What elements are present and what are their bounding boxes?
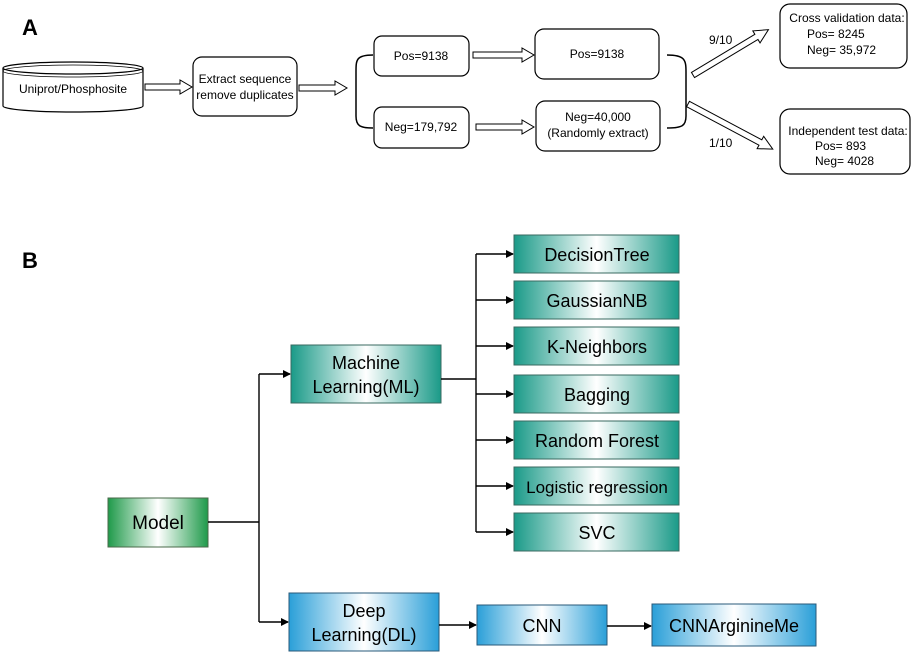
- test-neg: Neg= 4028: [815, 154, 874, 168]
- model-label: Model: [132, 513, 184, 534]
- arrow-neg: [475, 119, 535, 135]
- split-brace: [355, 54, 374, 129]
- cnn-box: CNN: [476, 604, 608, 646]
- ml-model-kneighbors: K-Neighbors: [513, 326, 680, 366]
- model-box: Model: [107, 497, 209, 548]
- arrow-db-to-extract: [144, 79, 193, 95]
- dl-line-1: Deep: [342, 601, 385, 621]
- arrow-to-test: [685, 100, 774, 150]
- pos-kept-box: Pos=9138: [534, 28, 660, 80]
- neg-raw-label: Neg=179,792: [385, 120, 458, 134]
- database-cylinder: Uniprot/Phosphosite: [2, 61, 144, 113]
- ml-model-bagging: Bagging: [513, 374, 680, 414]
- ml-model-logistic: Logistic regression: [513, 466, 680, 506]
- ml-model-randomforest: Random Forest: [513, 420, 680, 460]
- ml-model-svc: SVC: [513, 512, 680, 552]
- neg-sampled-line-2: (Randomly extract): [547, 126, 648, 140]
- merge-brace: [666, 54, 687, 129]
- ml-model-label: K-Neighbors: [547, 337, 647, 357]
- ml-line-1: Machine: [332, 353, 400, 373]
- cv-neg: Neg= 35,972: [807, 43, 876, 57]
- final-model-label: CNNArginineMe: [669, 616, 799, 636]
- ml-model-label: GaussianNB: [546, 291, 647, 311]
- test-data-box: Independent test data: Pos= 893 Neg= 402…: [779, 108, 911, 175]
- cnn-label: CNN: [523, 616, 562, 636]
- ml-model-label: Random Forest: [535, 431, 659, 451]
- pos-raw-label: Pos=9138: [394, 49, 449, 63]
- ml-model-label: Bagging: [564, 385, 630, 405]
- ml-model-gaussiannb: GaussianNB: [513, 280, 680, 320]
- panel-a-label: A: [22, 15, 38, 40]
- test-pos: Pos= 893: [815, 139, 866, 153]
- split-test-label: 1/10: [709, 136, 733, 150]
- ml-model-label: DecisionTree: [544, 245, 649, 265]
- neg-sampled-line-1: Neg=40,000: [565, 110, 631, 124]
- ml-model-decisiontree: DecisionTree: [513, 234, 680, 274]
- cv-pos: Pos= 8245: [807, 27, 865, 41]
- pos-kept-label: Pos=9138: [570, 47, 625, 61]
- arrow-to-cv: [690, 29, 770, 79]
- cv-title: Cross validation data:: [789, 11, 904, 25]
- final-model-box: CNNArginineMe: [651, 603, 817, 647]
- ml-connectors: [441, 250, 514, 536]
- ml-box: Machine Learning(ML): [290, 344, 442, 404]
- neg-raw-box: Neg=179,792: [373, 106, 470, 149]
- ml-model-label: SVC: [578, 523, 615, 543]
- neg-sampled-box: Neg=40,000 (Randomly extract): [535, 100, 661, 152]
- dl-line-2: Learning(DL): [311, 625, 416, 645]
- arrow-extract-to-split: [298, 80, 348, 96]
- cv-data-box: Cross validation data: Pos= 8245 Neg= 35…: [779, 3, 908, 69]
- extract-line-1: Extract sequence: [199, 72, 292, 86]
- arrow-pos: [472, 47, 535, 63]
- test-title: Independent test data:: [788, 124, 907, 138]
- extract-box: Extract sequence remove duplicates: [192, 56, 298, 117]
- ml-model-label: Logistic regression: [526, 478, 668, 497]
- ml-line-2: Learning(ML): [312, 377, 419, 397]
- split-cv-label: 9/10: [709, 33, 733, 47]
- dl-box: Deep Learning(DL): [288, 592, 440, 652]
- model-connectors: [208, 370, 291, 626]
- extract-line-2: remove duplicates: [196, 88, 293, 102]
- database-label: Uniprot/Phosphosite: [19, 82, 127, 96]
- pos-raw-box: Pos=9138: [373, 35, 470, 77]
- panel-b-label: B: [22, 248, 38, 273]
